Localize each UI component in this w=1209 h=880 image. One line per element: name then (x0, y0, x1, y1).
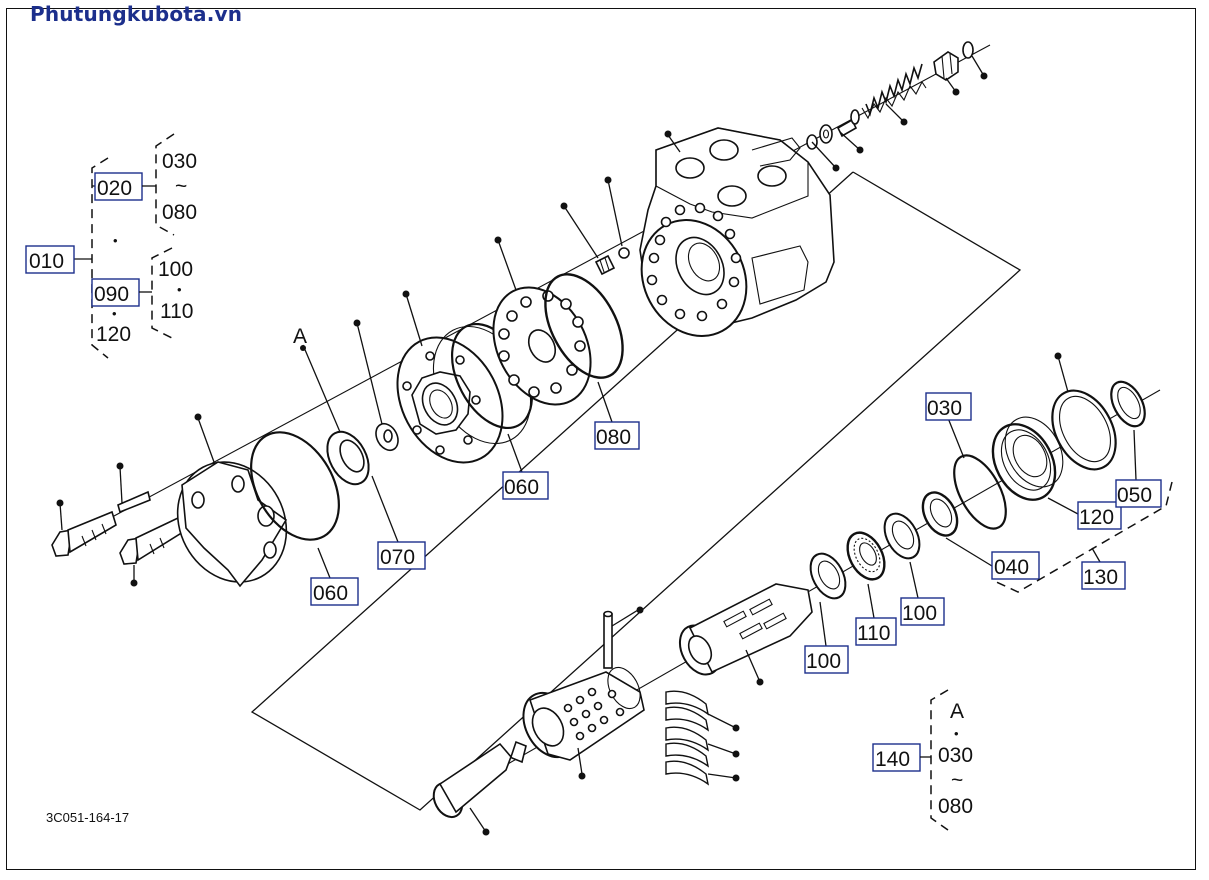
retaining-ring (1051, 352, 1117, 471)
range-from-030-right: 030 (938, 744, 973, 767)
ref-box-130[interactable] (1081, 561, 1126, 590)
bolt-left (51, 499, 117, 557)
legend-right: 140 A • 030 ~ 080 (872, 689, 973, 831)
ref-box-090[interactable] (91, 278, 140, 307)
dust-seal-050: 050 (1110, 380, 1162, 508)
o-ring-060-left: 060 (250, 431, 359, 606)
callout-100-b: 100 (902, 602, 937, 625)
callout-060-left: 060 (313, 582, 348, 605)
o-ring-030: 030 (925, 392, 1007, 530)
range-dot: • (177, 282, 182, 297)
callout-a-mark: A (293, 325, 307, 348)
check-ball-plug (560, 176, 630, 276)
range-to-080-right: 080 (938, 795, 973, 818)
ref-box-060-left[interactable] (310, 577, 359, 606)
range-110: 110 (160, 300, 193, 323)
callout-050: 050 (1117, 484, 1152, 507)
ref-box-060-mid[interactable] (502, 471, 549, 500)
drive-shaft (432, 740, 527, 836)
end-cap (176, 413, 288, 588)
ref-box-100-a[interactable] (804, 645, 849, 674)
range-120: 120 (96, 323, 131, 346)
valve-housing (639, 127, 835, 337)
ref-box-030[interactable] (925, 392, 972, 421)
assembly-outline (250, 171, 1022, 811)
o-ring-080: 080 (544, 273, 640, 450)
range-100: 100 (158, 258, 193, 281)
callout-110: 110 (857, 622, 890, 645)
distributor-plate (492, 236, 592, 406)
callout-060-mid: 060 (504, 476, 539, 499)
ref-010: 010 (29, 250, 64, 273)
washer-100-b: 100 (883, 512, 945, 626)
ref-090: 090 (94, 283, 129, 306)
drawing-frame (6, 8, 1196, 870)
cross-pin (603, 606, 644, 669)
group-130: 130 (991, 481, 1173, 593)
o-ring-060-mid: 060 (450, 322, 549, 500)
ref-box-050[interactable] (1115, 479, 1162, 508)
washer-100-a: 100 (804, 552, 849, 674)
callout-030: 030 (927, 397, 962, 420)
callout-130: 130 (1083, 566, 1118, 589)
relief-spring (861, 63, 927, 120)
ref-box-040[interactable] (991, 551, 1040, 580)
range-tilde: ~ (175, 175, 187, 198)
legend-left: 010 020 030 ~ 080 • 090 100 • 110 • 120 (25, 133, 197, 359)
washer-070: 070 (353, 319, 426, 570)
range-to-080: 080 (162, 201, 197, 224)
legend-dot-right: • (954, 726, 959, 741)
watermark-brand: Phutungkubota.vn (30, 2, 243, 26)
bolt-right (119, 516, 184, 587)
gear-rotor (396, 290, 532, 464)
ref-box-080[interactable] (594, 421, 640, 450)
range-tilde-right: ~ (951, 769, 963, 792)
callout-070: 070 (380, 546, 415, 569)
spool-sleeve (522, 666, 645, 780)
ref-box-070[interactable] (377, 541, 426, 570)
ref-box-120[interactable] (1077, 501, 1122, 530)
bushing-120: 120 (991, 416, 1122, 530)
thrust-bearing-110: 110 (846, 531, 897, 646)
legend-dot: • (113, 233, 118, 248)
callout-040: 040 (994, 556, 1029, 579)
pin-small (116, 462, 151, 514)
legend-a: A (950, 700, 964, 723)
ref-box-140[interactable] (872, 743, 921, 772)
seal-ring-a: A (293, 325, 370, 486)
centering-springs (665, 690, 740, 786)
ref-box-110[interactable] (855, 617, 897, 646)
ref-020: 020 (97, 177, 132, 200)
drawing-code: 3C051-164-17 (46, 810, 129, 825)
relief-valve-parts (806, 41, 988, 172)
spool (678, 583, 813, 686)
ref-box-100-b[interactable] (900, 597, 945, 626)
ref-box-010[interactable] (25, 245, 75, 274)
range-from-030: 030 (162, 150, 197, 173)
callout-080: 080 (596, 426, 631, 449)
callout-120: 120 (1079, 506, 1114, 529)
ref-box-020[interactable] (94, 172, 143, 201)
range-dot-2: • (112, 306, 117, 321)
seal-040: 040 (921, 491, 1040, 580)
callout-100-a: 100 (806, 650, 841, 673)
ref-140: 140 (875, 748, 910, 771)
